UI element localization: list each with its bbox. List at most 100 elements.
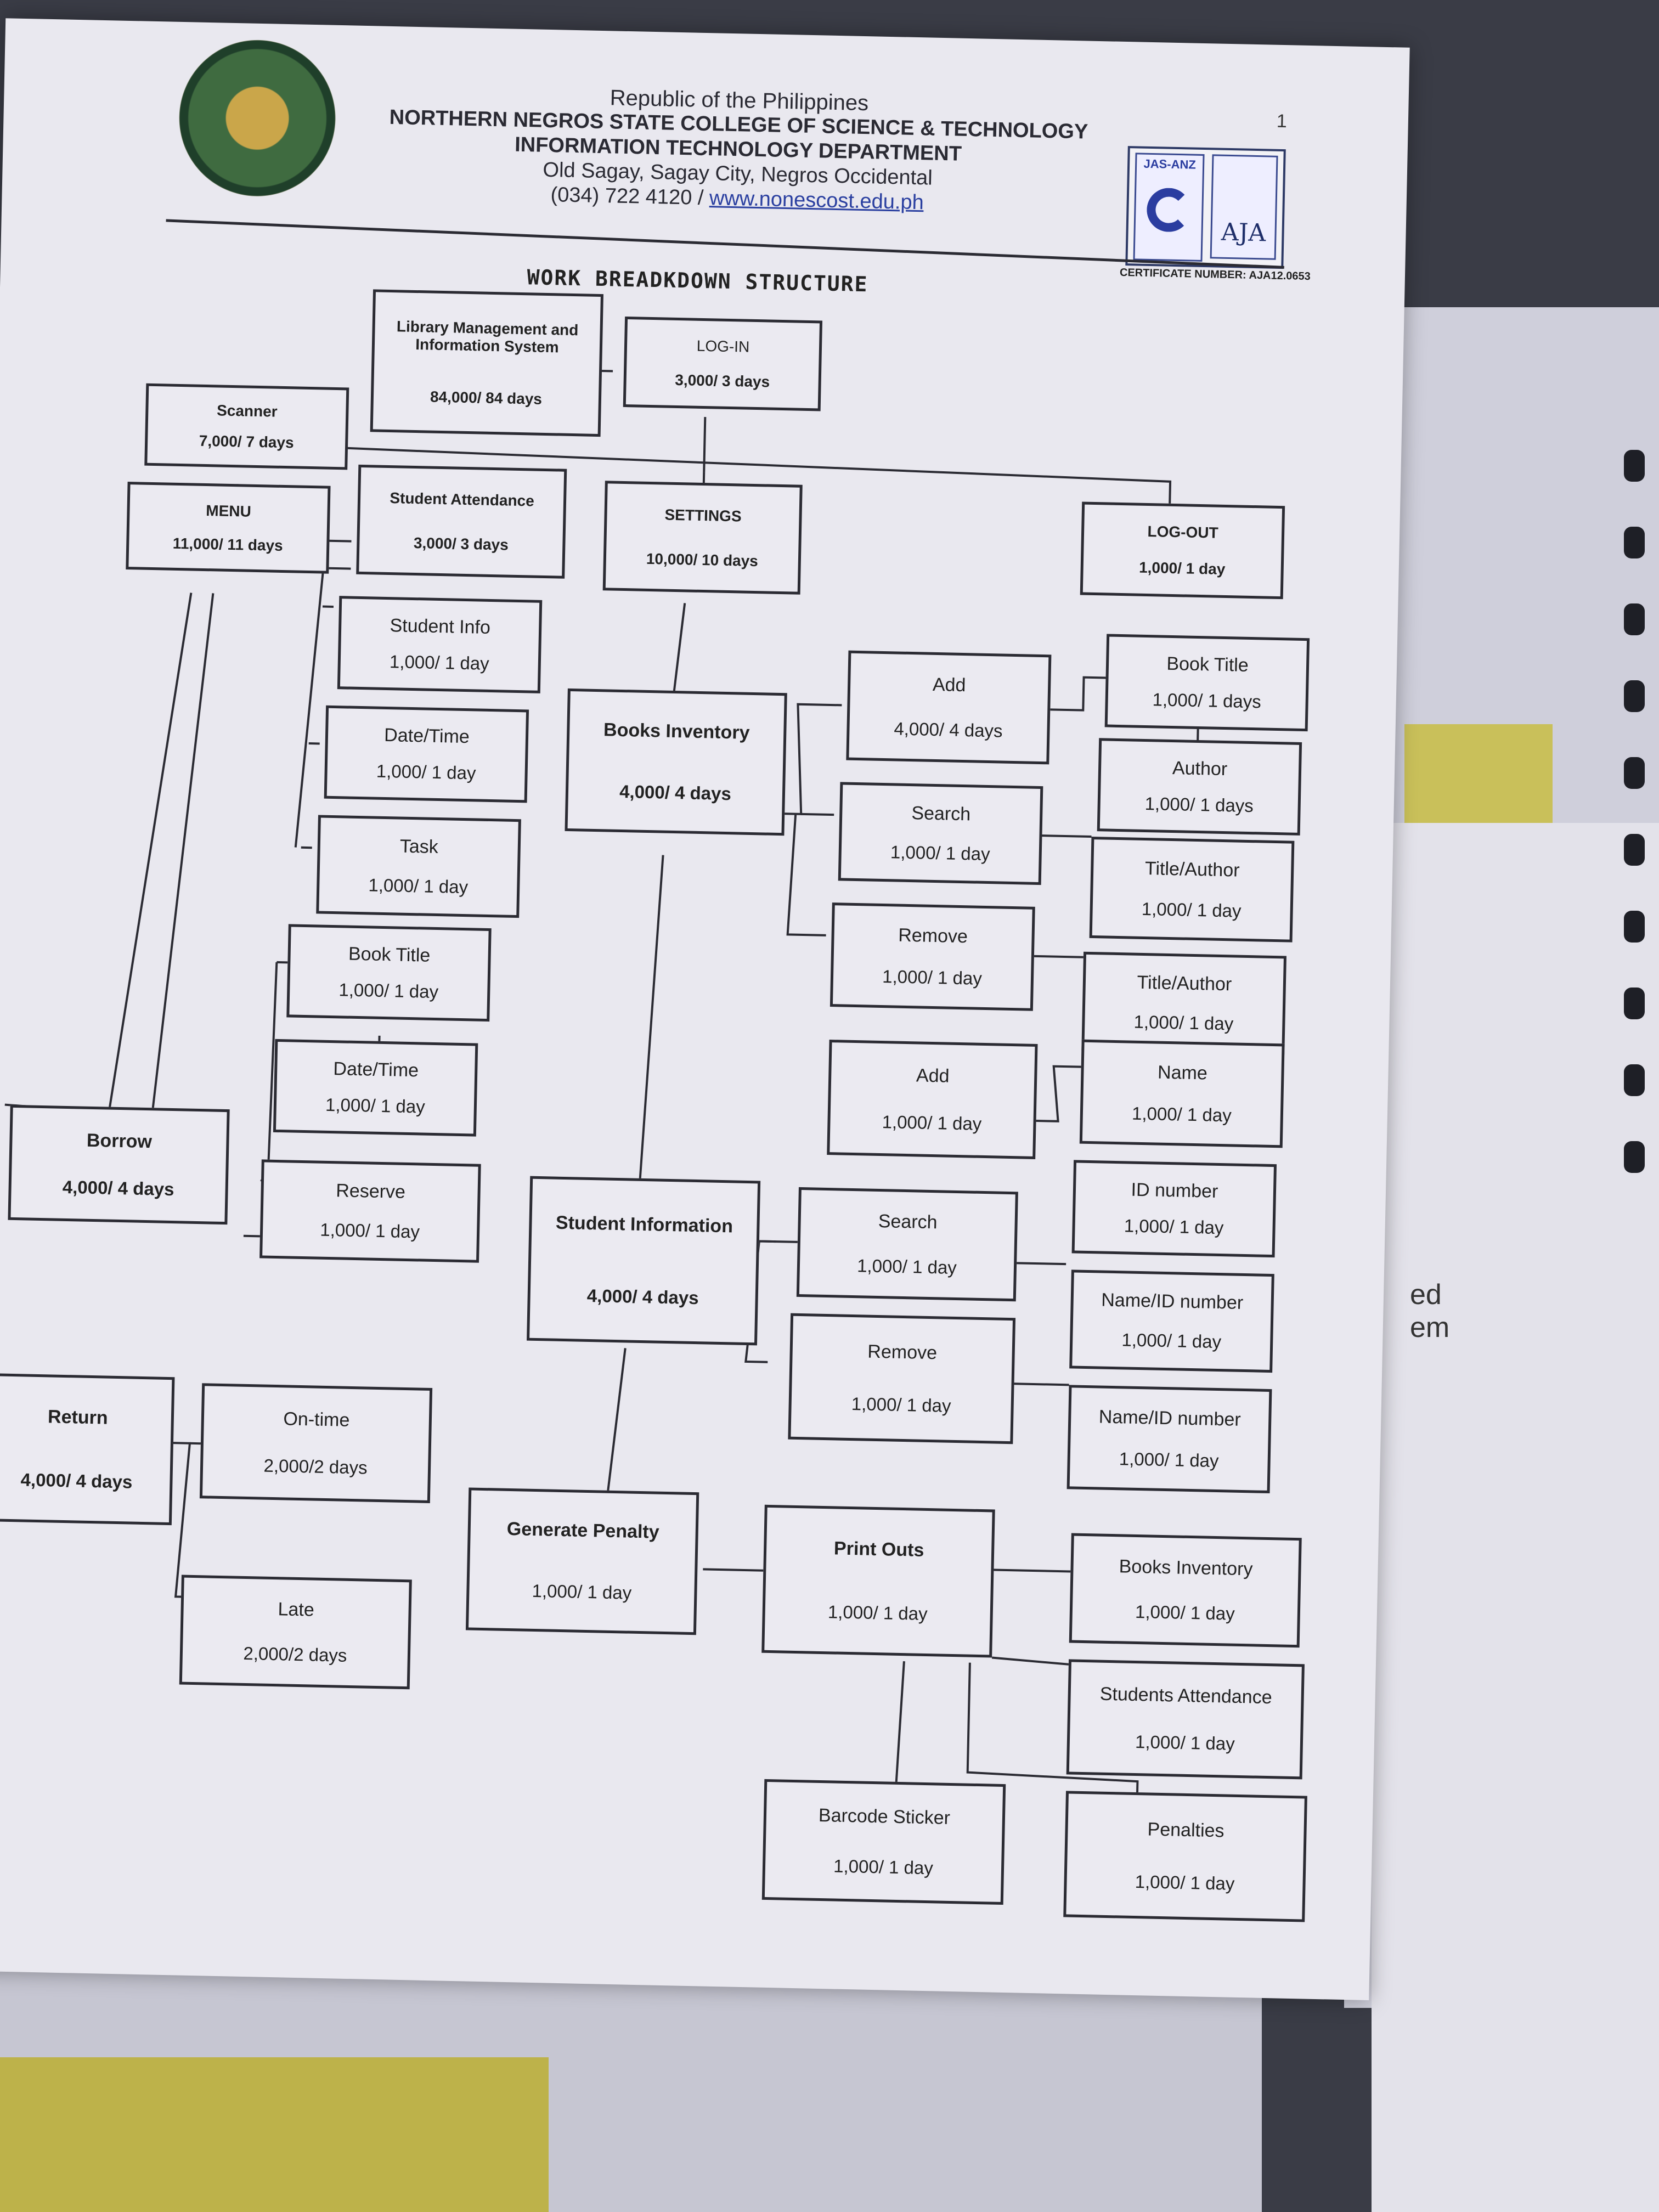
wbs-node-title-author[interactable]: Title/Author 1,000/ 1 day xyxy=(1089,836,1295,943)
wbs-node-name[interactable]: Name 1,000/ 1 day xyxy=(1079,1039,1285,1148)
node-label: Add xyxy=(916,1065,950,1087)
wbs-node-add[interactable]: Add 1,000/ 1 day xyxy=(827,1040,1038,1159)
node-label: LOG-IN xyxy=(696,337,750,356)
node-label: ID number xyxy=(1131,1179,1218,1202)
node-label: On-time xyxy=(283,1408,350,1431)
node-cost: 1,000/ 1 day xyxy=(1138,558,1226,578)
node-cost: 10,000/ 10 days xyxy=(646,550,759,569)
wbs-node-barcode-sticker[interactable]: Barcode Sticker 1,000/ 1 day xyxy=(761,1779,1006,1905)
node-cost: 1,000/ 1 day xyxy=(1135,1601,1235,1624)
wbs-node-book-title[interactable]: Book Title 1,000/ 1 day xyxy=(286,924,492,1022)
wbs-node-on-time[interactable]: On-time 2,000/2 days xyxy=(199,1383,433,1503)
document-page: Republic of the Philippines NORTHERN NEG… xyxy=(0,18,1410,2001)
binder-ring xyxy=(1624,988,1645,1019)
node-label: Title/Author xyxy=(1144,857,1240,881)
node-label: LOG-OUT xyxy=(1147,522,1218,541)
wbs-node-settings[interactable]: SETTINGS 10,000/ 10 days xyxy=(602,481,803,595)
wbs-node-name-id-number[interactable]: Name/ID number 1,000/ 1 day xyxy=(1069,1269,1274,1373)
node-cost: 1,000/ 1 day xyxy=(1135,1731,1235,1754)
node-cost: 1,000/ 1 day xyxy=(376,760,476,783)
binder-ring xyxy=(1624,680,1645,712)
wbs-node-login[interactable]: LOG-IN 3,000/ 3 days xyxy=(623,316,823,411)
background-sheet-text: ed em xyxy=(1410,1278,1449,1344)
wbs-node-add[interactable]: Add 4,000/ 4 days xyxy=(846,650,1052,765)
node-cost: 2,000/2 days xyxy=(243,1643,347,1666)
node-cost: 1,000/ 1 day xyxy=(882,966,983,989)
wbs-node-student-attendance[interactable]: Student Attendance 3,000/ 3 days xyxy=(356,464,567,579)
wbs-node-search[interactable]: Search 1,000/ 1 day xyxy=(838,782,1043,885)
side-note-line: em xyxy=(1410,1312,1450,1344)
node-label: Search xyxy=(911,803,971,825)
node-cost: 1,000/ 1 days xyxy=(1152,689,1262,712)
connector-line xyxy=(895,1661,905,1788)
node-label: Name/ID number xyxy=(1098,1406,1242,1430)
wbs-node-logout[interactable]: LOG-OUT 1,000/ 1 day xyxy=(1080,501,1285,600)
node-cost: 1,000/ 1 day xyxy=(882,1111,982,1135)
wbs-node-root[interactable]: Library Management and Information Syste… xyxy=(370,289,603,437)
node-cost: 1,000/ 1 day xyxy=(833,1855,934,1878)
wbs-node-late[interactable]: Late 2,000/2 days xyxy=(179,1575,412,1690)
wbs-node-student-information[interactable]: Student Information 4,000/ 4 days xyxy=(527,1176,761,1346)
node-cost: 1,000/ 1 day xyxy=(856,1255,957,1278)
wbs-node-date-time[interactable]: Date/Time 1,000/ 1 day xyxy=(324,705,529,803)
node-cost: 1,000/ 1 day xyxy=(1133,1011,1234,1034)
node-label: Late xyxy=(278,1599,315,1621)
binder-ring xyxy=(1624,1064,1645,1096)
wbs-node-reserve[interactable]: Reserve 1,000/ 1 day xyxy=(259,1159,481,1263)
node-label: Penalties xyxy=(1147,1819,1224,1842)
node-label: Books Inventory xyxy=(603,719,750,744)
wbs-node-remove[interactable]: Remove 1,000/ 1 day xyxy=(830,902,1035,1011)
background-sheet xyxy=(1372,823,1659,2212)
node-label: Return xyxy=(47,1406,109,1429)
wbs-node-menu[interactable]: MENU 11,000/ 11 days xyxy=(126,482,331,574)
wbs-node-title-author[interactable]: Title/Author 1,000/ 1 day xyxy=(1081,951,1286,1055)
wbs-node-date-time[interactable]: Date/Time 1,000/ 1 day xyxy=(273,1039,478,1137)
node-cost: 1,000/ 1 day xyxy=(389,651,490,674)
node-label: Name xyxy=(1157,1062,1208,1084)
node-label: Add xyxy=(932,674,966,696)
node-cost: 3,000/ 3 days xyxy=(413,534,509,554)
wbs-node-task[interactable]: Task 1,000/ 1 day xyxy=(316,815,521,918)
node-cost: 1,000/ 1 day xyxy=(1131,1103,1232,1126)
binder-ring xyxy=(1624,834,1645,866)
node-cost: 11,000/ 11 days xyxy=(172,534,284,554)
node-label: Remove xyxy=(867,1341,938,1364)
node-cost: 1,000/ 1 day xyxy=(851,1393,951,1417)
wbs-node-name-id-number[interactable]: Name/ID number 1,000/ 1 day xyxy=(1066,1385,1272,1494)
wbs-node-book-title[interactable]: Book Title 1,000/ 1 days xyxy=(1104,634,1310,732)
node-cost: 1,000/ 1 day xyxy=(1121,1329,1222,1352)
wbs-node-borrow[interactable]: Borrow 4,000/ 4 days xyxy=(8,1104,230,1225)
wbs-node-students-attendance[interactable]: Students Attendance 1,000/ 1 day xyxy=(1066,1659,1305,1780)
wbs-node-penalties[interactable]: Penalties 1,000/ 1 day xyxy=(1063,1791,1307,1922)
binder-ring xyxy=(1624,450,1645,482)
connector-line xyxy=(1050,676,1106,712)
connector-line xyxy=(966,1662,1139,1793)
node-cost: 84,000/ 84 days xyxy=(430,388,543,408)
node-label: Name/ID number xyxy=(1101,1289,1244,1314)
side-note-line: ed xyxy=(1410,1279,1442,1311)
wbs-node-search[interactable]: Search 1,000/ 1 day xyxy=(796,1187,1018,1302)
node-cost: 4,000/ 4 days xyxy=(619,781,732,804)
wbs-node-generate-penalty[interactable]: Generate Penalty 1,000/ 1 day xyxy=(465,1487,699,1635)
connector-line xyxy=(151,593,215,1108)
node-cost: 1,000/ 1 day xyxy=(325,1094,426,1117)
wbs-node-books-inventory[interactable]: Books Inventory 4,000/ 4 days xyxy=(565,688,787,836)
wbs-node-books-inventory[interactable]: Books Inventory 1,000/ 1 day xyxy=(1069,1533,1302,1648)
node-label: Search xyxy=(878,1211,938,1233)
wbs-node-print-outs[interactable]: Print Outs 1,000/ 1 day xyxy=(761,1504,995,1658)
node-label: Title/Author xyxy=(1137,972,1232,995)
wbs-node-remove[interactable]: Remove 1,000/ 1 day xyxy=(788,1313,1016,1444)
connector-line xyxy=(1008,1383,1069,1386)
binder-ring xyxy=(1624,757,1645,789)
wbs-node-id-number[interactable]: ID number 1,000/ 1 day xyxy=(1071,1160,1277,1258)
connector-line xyxy=(1011,1262,1066,1266)
node-cost: 1,000/ 1 day xyxy=(532,1580,632,1603)
wbs-node-author[interactable]: Author 1,000/ 1 days xyxy=(1097,738,1302,836)
connector-line xyxy=(759,1240,798,1243)
wbs-node-student-info[interactable]: Student Info 1,000/ 1 day xyxy=(337,596,543,693)
node-cost: 1,000/ 1 days xyxy=(1144,793,1254,816)
binder-ring xyxy=(1624,1141,1645,1173)
wbs-node-return[interactable]: Return 4,000/ 4 days xyxy=(0,1373,175,1526)
node-label: Student Info xyxy=(390,614,491,638)
wbs-node-scanner[interactable]: Scanner 7,000/ 7 days xyxy=(144,383,349,470)
